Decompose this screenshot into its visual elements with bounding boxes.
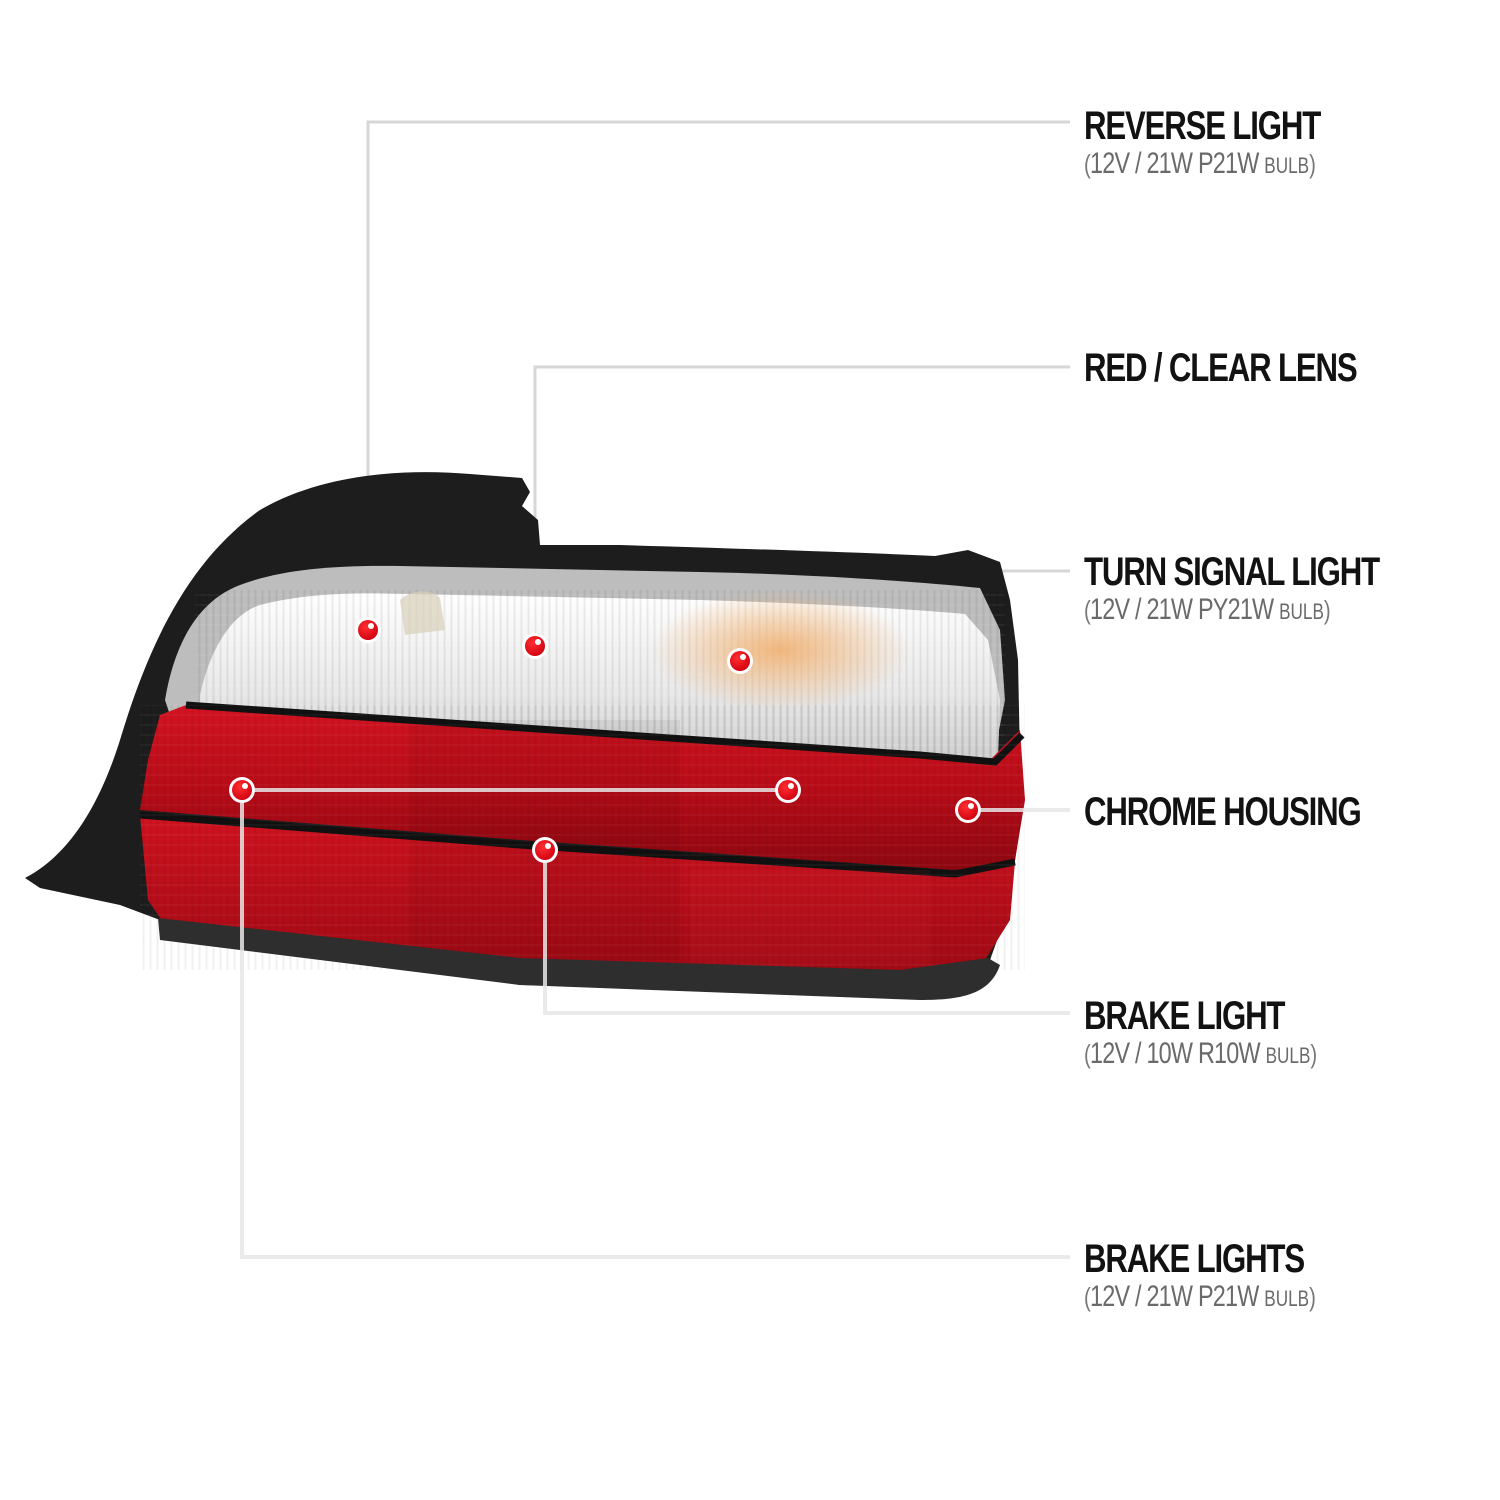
spec-bulb: BULB bbox=[1264, 1286, 1310, 1311]
spec-open-paren: ( bbox=[1084, 1039, 1091, 1069]
spec-bulb: BULB bbox=[1265, 1043, 1311, 1068]
callout-dot-turn-signal bbox=[727, 648, 753, 674]
spec-text: 12V / 21W P21W bbox=[1089, 147, 1259, 180]
callout-dot-chrome-housing bbox=[955, 797, 981, 823]
label-spec: (12V / 21W P21W BULB) bbox=[1084, 1280, 1316, 1315]
spec-open-paren: ( bbox=[1084, 595, 1091, 625]
callout-dot-brake-light bbox=[532, 837, 558, 863]
label-brake-lights: BRAKE LIGHTS (12V / 21W P21W BULB) bbox=[1084, 1237, 1380, 1315]
label-title: BRAKE LIGHTS bbox=[1084, 1237, 1305, 1281]
spec-close-paren: ) bbox=[1309, 1282, 1316, 1312]
spec-text: 12V / 21W PY21W bbox=[1089, 593, 1274, 626]
label-spec: (12V / 10W R10W BULB) bbox=[1084, 1037, 1317, 1072]
label-turn-signal-light: TURN SIGNAL LIGHT (12V / 21W PY21W BULB) bbox=[1084, 550, 1462, 628]
callout-dot-reverse-light bbox=[355, 617, 381, 643]
spec-text: 12V / 21W P21W bbox=[1089, 1280, 1259, 1313]
label-title: RED / CLEAR LENS bbox=[1084, 346, 1358, 390]
label-brake-light: BRAKE LIGHT (12V / 10W R10W BULB) bbox=[1084, 994, 1382, 1072]
spec-bulb: BULB bbox=[1279, 599, 1324, 624]
callout-dot-brake-right bbox=[775, 777, 801, 803]
callout-dot-red-clear-lens bbox=[522, 633, 548, 659]
spec-text: 12V / 10W R10W bbox=[1089, 1037, 1261, 1070]
label-spec: (12V / 21W P21W BULB) bbox=[1084, 148, 1320, 182]
label-reverse-light: REVERSE LIGHT (12V / 21W P21W BULB) bbox=[1084, 104, 1387, 182]
callout-dot-brake-left bbox=[229, 777, 255, 803]
spec-open-paren: ( bbox=[1084, 149, 1091, 179]
callout-dots bbox=[229, 617, 981, 863]
label-title: REVERSE LIGHT bbox=[1084, 104, 1321, 148]
label-chrome-housing: CHROME HOUSING bbox=[1084, 790, 1439, 834]
spec-open-paren: ( bbox=[1084, 1282, 1091, 1312]
spec-close-paren: ) bbox=[1323, 595, 1331, 625]
label-red-clear-lens: RED / CLEAR LENS bbox=[1084, 346, 1433, 390]
spec-close-paren: ) bbox=[1309, 149, 1316, 179]
label-spec: (12V / 21W PY21W BULB) bbox=[1084, 594, 1379, 628]
label-title: BRAKE LIGHT bbox=[1084, 994, 1285, 1038]
spec-bulb: BULB bbox=[1264, 153, 1310, 178]
bottom-gasket bbox=[158, 918, 1000, 1000]
leader-lines-front bbox=[240, 788, 1070, 1259]
label-title: CHROME HOUSING bbox=[1084, 790, 1362, 834]
spec-close-paren: ) bbox=[1310, 1039, 1317, 1069]
label-title: TURN SIGNAL LIGHT bbox=[1084, 550, 1380, 594]
